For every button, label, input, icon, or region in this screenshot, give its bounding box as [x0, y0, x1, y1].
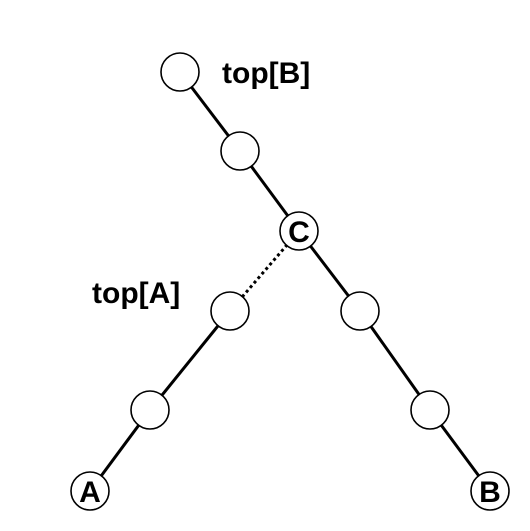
edge-top-a-to-n3	[148, 310, 232, 411]
node-top-a	[210, 291, 250, 331]
node-5	[340, 291, 380, 331]
node-b	[470, 471, 510, 511]
node-b-label: B	[479, 476, 501, 509]
node-a	[70, 471, 110, 511]
node-top-b	[160, 52, 200, 92]
node-3	[130, 390, 170, 430]
top-b-label: top[B]	[222, 57, 310, 90]
node-c	[279, 211, 319, 251]
node-6	[410, 390, 450, 430]
node-a-label: A	[79, 476, 101, 509]
node-2	[220, 131, 260, 171]
node-c-label: C	[288, 216, 310, 249]
top-a-label: top[A]	[92, 277, 180, 310]
edge-n5-to-n6	[358, 310, 432, 411]
